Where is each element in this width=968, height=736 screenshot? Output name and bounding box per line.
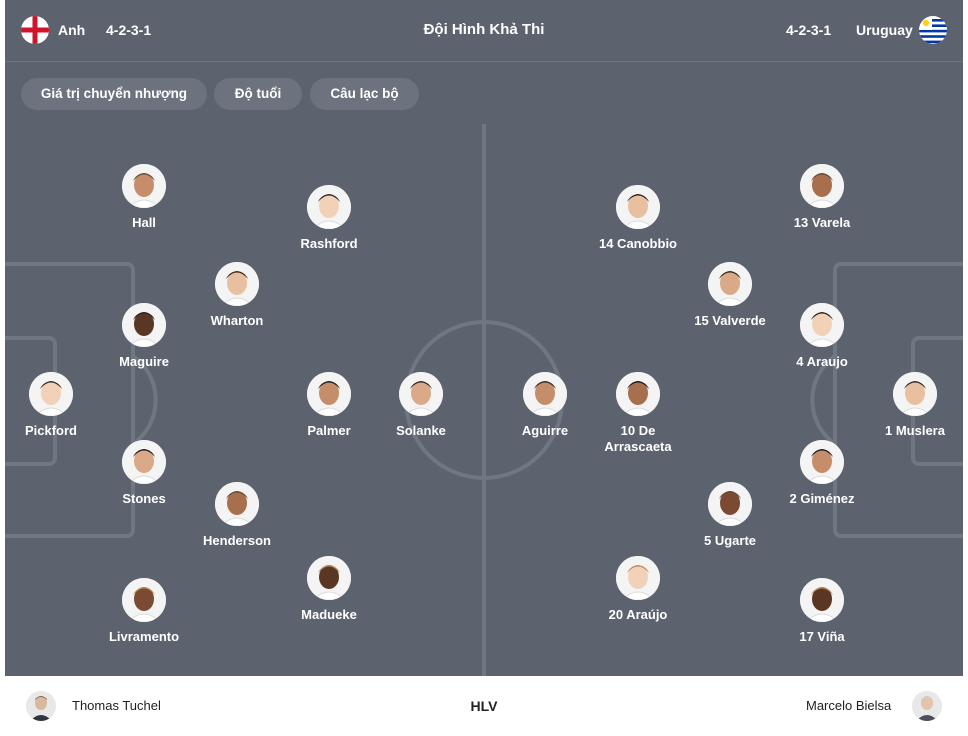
player-avatar[interactable] <box>616 185 660 229</box>
player-name: 20 Araújo <box>608 607 668 622</box>
player-name: Aguirre <box>521 423 569 438</box>
player-name: Wharton <box>210 313 264 328</box>
player-avatar[interactable] <box>307 372 351 416</box>
player-avatar[interactable] <box>122 164 166 208</box>
away-team-name: Uruguay <box>856 22 913 38</box>
player-name: 13 Varela <box>793 215 851 230</box>
player-avatar[interactable] <box>307 185 351 229</box>
player-avatar[interactable] <box>215 262 259 306</box>
player-name: Stones <box>122 491 166 506</box>
player-name: 17 Viña <box>799 629 845 644</box>
away-coach-avatar[interactable] <box>912 691 942 721</box>
home-coach-avatar[interactable] <box>26 691 56 721</box>
player-avatar[interactable] <box>800 164 844 208</box>
player-avatar[interactable] <box>122 303 166 347</box>
player-avatar[interactable] <box>800 578 844 622</box>
home-formation: 4-2-3-1 <box>106 22 152 38</box>
coach-label: HLV <box>470 698 498 714</box>
player-avatar[interactable] <box>29 372 73 416</box>
lineup-header: Anh 4-2-3-1 Đội Hình Khả Thi 4-2-3-1 Uru… <box>5 0 963 62</box>
player-name: 4 Araujo <box>796 354 848 369</box>
player-name: Madueke <box>301 607 357 622</box>
away-formation: 4-2-3-1 <box>786 22 832 38</box>
player-name: Rashford <box>300 236 358 251</box>
away-coach-name[interactable]: Marcelo Bielsa <box>806 698 892 713</box>
player-name: Hall <box>132 215 156 230</box>
coaches-row: Thomas Tuchel HLV Marcelo Bielsa <box>5 676 963 736</box>
home-coach-name[interactable]: Thomas Tuchel <box>72 698 161 713</box>
player-avatar[interactable] <box>708 262 752 306</box>
player-name: Livramento <box>108 629 180 644</box>
filter-club-button[interactable]: Câu lạc bộ <box>310 78 419 110</box>
player-avatar[interactable] <box>215 482 259 526</box>
player-avatar[interactable] <box>307 556 351 600</box>
lineup-card: Anh 4-2-3-1 Đội Hình Khả Thi 4-2-3-1 Uru… <box>5 0 963 736</box>
home-team-name: Anh <box>58 22 86 38</box>
lineup-title: Đội Hình Khả Thi <box>423 21 545 38</box>
uruguay-flag-icon <box>919 16 947 44</box>
player-name: Henderson <box>203 533 271 548</box>
filter-bar: Giá trị chuyển nhượng Độ tuổi Câu lạc bộ <box>5 62 963 124</box>
player-name: 14 Canobbio <box>598 236 677 251</box>
player-avatar[interactable] <box>523 372 567 416</box>
filter-age-button[interactable]: Độ tuổi <box>214 78 302 110</box>
player-name: 1 Muslera <box>885 423 945 438</box>
player-avatar[interactable] <box>122 578 166 622</box>
player-avatar[interactable] <box>800 440 844 484</box>
player-avatar[interactable] <box>708 482 752 526</box>
player-avatar[interactable] <box>616 372 660 416</box>
player-name: 15 Valverde <box>694 313 766 328</box>
player-avatar[interactable] <box>800 303 844 347</box>
player-name: 5 Ugarte <box>703 533 757 548</box>
player-name: Pickford <box>24 423 77 438</box>
england-flag-icon <box>21 16 49 44</box>
player-avatar[interactable] <box>399 372 443 416</box>
player-name: Palmer <box>307 423 351 438</box>
player-name: Maguire <box>119 354 169 369</box>
player-avatar[interactable] <box>122 440 166 484</box>
player-name: 10 De Arrascaeta <box>604 423 672 454</box>
player-avatar[interactable] <box>616 556 660 600</box>
player-name: Solanke <box>396 423 446 438</box>
player-avatar[interactable] <box>893 372 937 416</box>
filter-market-value-button[interactable]: Giá trị chuyển nhượng <box>21 78 207 110</box>
player-name: 2 Giménez <box>789 491 855 506</box>
